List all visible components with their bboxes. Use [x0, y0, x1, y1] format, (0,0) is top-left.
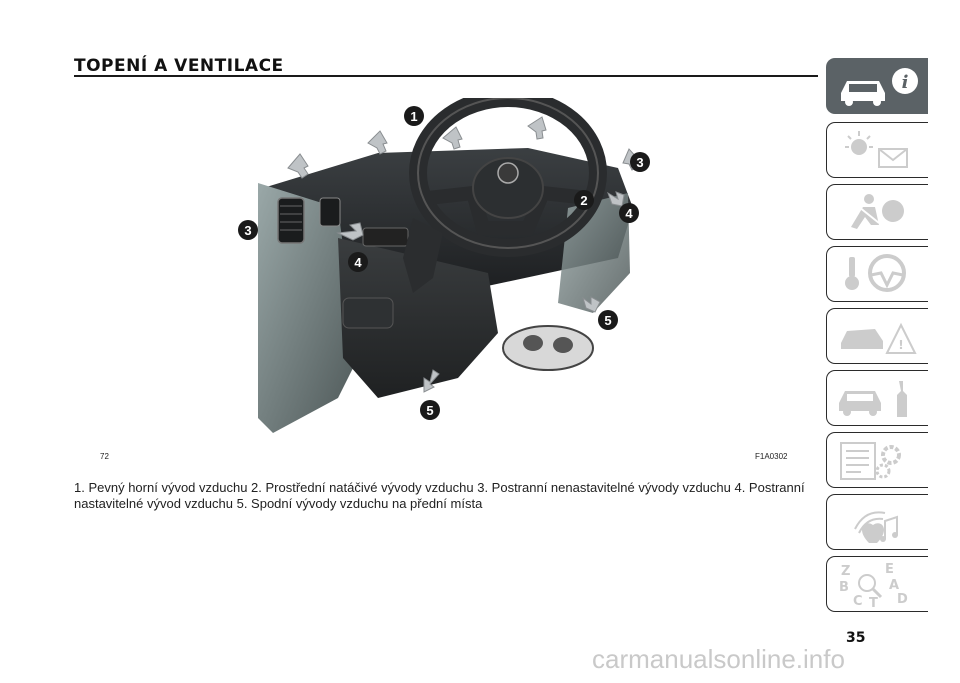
center-vent [319, 197, 341, 227]
multimedia-icon [854, 511, 898, 543]
title-rule [74, 75, 818, 77]
svg-text:3: 3 [636, 155, 643, 170]
tab-starting-driving[interactable] [826, 246, 928, 302]
steering-hub [472, 157, 544, 219]
callout-4-left: 4 [348, 252, 368, 272]
svg-text:!: ! [898, 338, 903, 352]
callout-5-right: 5 [598, 310, 618, 330]
dashboard-illustration: 1 2 3 3 4 4 5 5 [238, 98, 650, 433]
svg-text:D: D [897, 592, 908, 607]
callout-2: 2 [574, 190, 594, 210]
svg-text:3: 3 [244, 223, 251, 238]
dashboard-side-panel [258, 183, 358, 433]
page-number: 35 [846, 630, 866, 646]
warning-lights-icon [845, 131, 908, 168]
car-info-icon: i [841, 68, 918, 106]
technical-data-icon [840, 442, 901, 480]
steering-wheel-key-icon [845, 254, 906, 292]
tab-car-info[interactable]: i [826, 58, 928, 114]
emergency-icon: ! [841, 322, 917, 354]
tab-safety[interactable] [826, 184, 928, 240]
callout-3-left: 3 [238, 220, 258, 240]
tab-technical-data[interactable] [826, 432, 928, 488]
callout-5-bottom: 5 [420, 400, 440, 420]
svg-text:1: 1 [410, 109, 417, 124]
tab-index[interactable]: Z E B A C T D [826, 556, 928, 612]
tab-emergency[interactable]: ! [826, 308, 928, 364]
svg-text:2: 2 [580, 193, 587, 208]
lower-dashboard [338, 238, 498, 398]
tab-warning-lights[interactable] [826, 122, 928, 178]
tab-maintenance[interactable] [826, 370, 928, 426]
steering-column [403, 218, 443, 293]
svg-text:5: 5 [426, 403, 433, 418]
svg-text:A: A [889, 578, 899, 593]
watermark: carmanualsonline.info [592, 644, 845, 674]
callout-3-right: 3 [630, 152, 650, 172]
svg-text:Z: Z [841, 564, 850, 579]
svg-text:i: i [902, 72, 909, 93]
index-icon: Z E B A C T D [839, 562, 908, 609]
svg-text:4: 4 [625, 206, 633, 221]
left-side-vent [277, 197, 305, 244]
tab-multimedia[interactable] [826, 494, 928, 550]
section-title: TOPENÍ A VENTILACE [74, 56, 284, 76]
svg-text:5: 5 [604, 313, 611, 328]
svg-text:C: C [853, 594, 863, 609]
cup-holder [502, 325, 594, 371]
climate-controls [362, 227, 409, 247]
svg-text:B: B [839, 580, 849, 595]
svg-text:4: 4 [354, 255, 362, 270]
svg-text:E: E [885, 562, 894, 577]
figure-code: F1A0302 [755, 452, 788, 461]
car-maintenance-icon [839, 381, 907, 417]
glovebox-handle [342, 297, 394, 329]
callout-4-right: 4 [619, 203, 639, 223]
callout-1: 1 [404, 106, 424, 126]
figure-caption: 1. Pevný horní vývod vzduchu 2. Prostřed… [74, 480, 805, 511]
airbag-seatbelt-icon [851, 194, 904, 229]
figure-number: 72 [100, 452, 109, 461]
svg-text:T: T [869, 596, 878, 609]
